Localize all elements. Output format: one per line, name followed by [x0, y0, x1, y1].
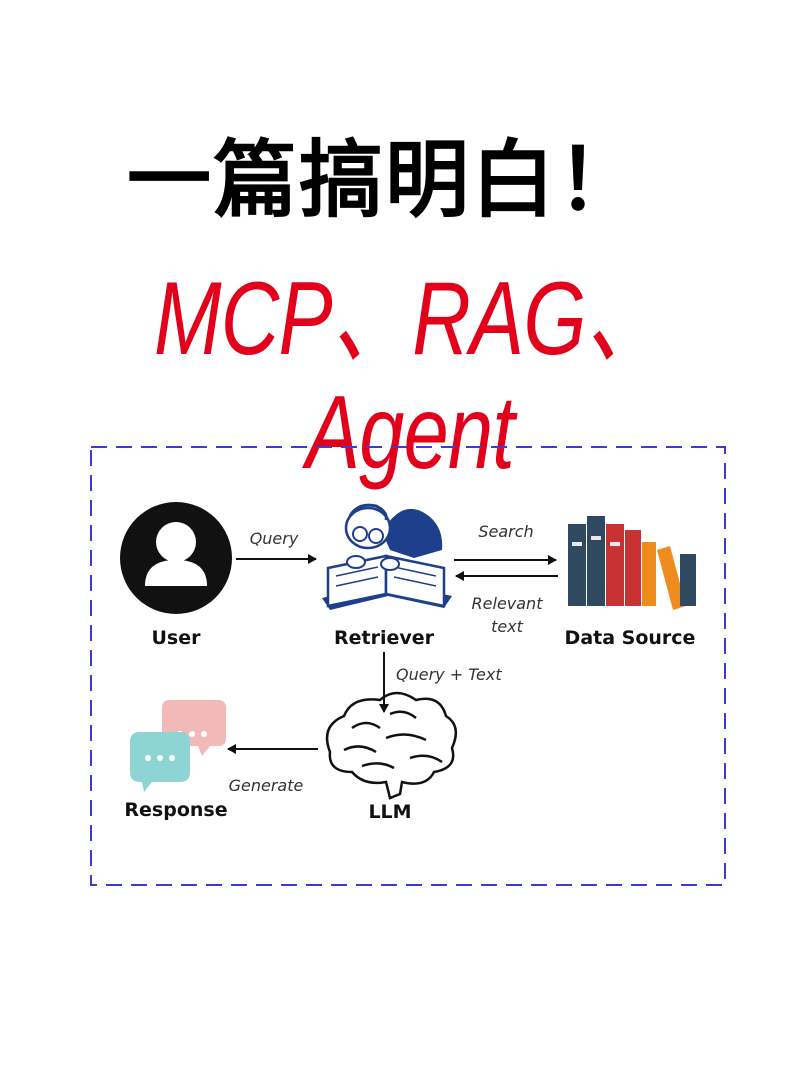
edge-label-query: Query: [250, 529, 299, 548]
edge-label-search: Search: [478, 522, 533, 541]
node-label-llm: LLM: [368, 801, 411, 823]
chat-bubbles-icon: [130, 700, 226, 792]
edge-label-relevant: Relevant: [472, 594, 544, 613]
edge-label-generate: Generate: [229, 776, 304, 795]
node-label-user: User: [152, 627, 202, 649]
edge-label-query-text: Query + Text: [396, 665, 502, 684]
user-avatar-icon: [120, 502, 232, 614]
node-label-retriever: Retriever: [334, 627, 435, 649]
dashed-frame-border: [90, 446, 726, 886]
edge-label-text: text: [491, 617, 524, 636]
title-english: MCP、RAG、Agent: [153, 261, 667, 492]
rag-diagram: User Retriever: [90, 446, 726, 886]
node-label-data-source: Data Source: [565, 627, 696, 649]
reading-scholar-icon: [322, 503, 452, 610]
books-icon: [568, 516, 696, 610]
title-chinese: 一篇搞明白！: [126, 131, 643, 229]
brain-icon: [325, 691, 458, 800]
node-label-response: Response: [124, 799, 227, 821]
